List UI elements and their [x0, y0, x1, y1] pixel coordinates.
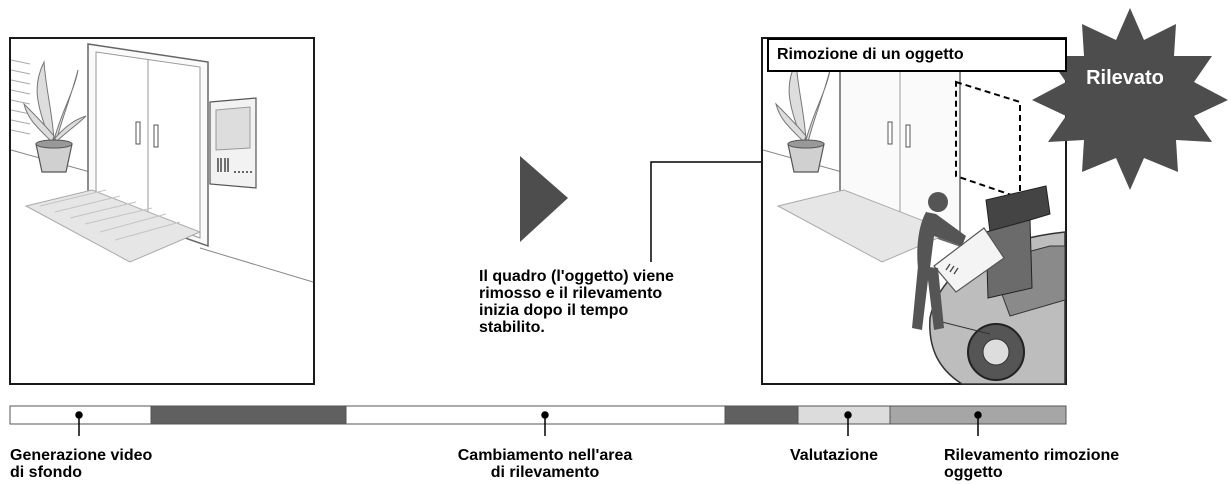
caption-detection-area-change: Cambiamento nell'area di rilevamento [457, 447, 633, 481]
frame-after [761, 37, 1067, 385]
caption-evaluation: Valutazione [790, 447, 879, 464]
picture-object [209, 97, 257, 189]
annotation-line: rimosso e il rilevamento [479, 285, 663, 302]
annotation-line: stabilito. [479, 319, 545, 336]
detection-type-label: Rimozione di un oggetto [767, 38, 1067, 72]
frame-before [9, 37, 315, 385]
timeline-segment [797, 405, 891, 425]
timeline-segment [345, 405, 726, 425]
annotation-line: Il quadro (l'oggetto) viene [479, 268, 674, 285]
plant-illustration [23, 60, 87, 173]
timeline-bar [9, 405, 1067, 425]
detected-badge [1032, 8, 1228, 190]
annotation-text: Il quadro (l'oggetto) viene rimosso e il… [479, 268, 749, 336]
detected-badge-text: Rilevato [1086, 67, 1164, 89]
person-illustration [912, 192, 966, 330]
caption-background-generation: Generazione video di sfondo [10, 447, 153, 481]
annotation-line: inizia dopo il tempo [479, 302, 629, 319]
timeline-markers [75, 411, 982, 436]
timeline-segment [150, 405, 347, 425]
door-illustration [87, 43, 209, 248]
timeline-segment [724, 405, 799, 425]
transition-arrow [520, 156, 568, 242]
caption-removal-detection: Rilevamento rimozione oggetto [944, 447, 1120, 481]
